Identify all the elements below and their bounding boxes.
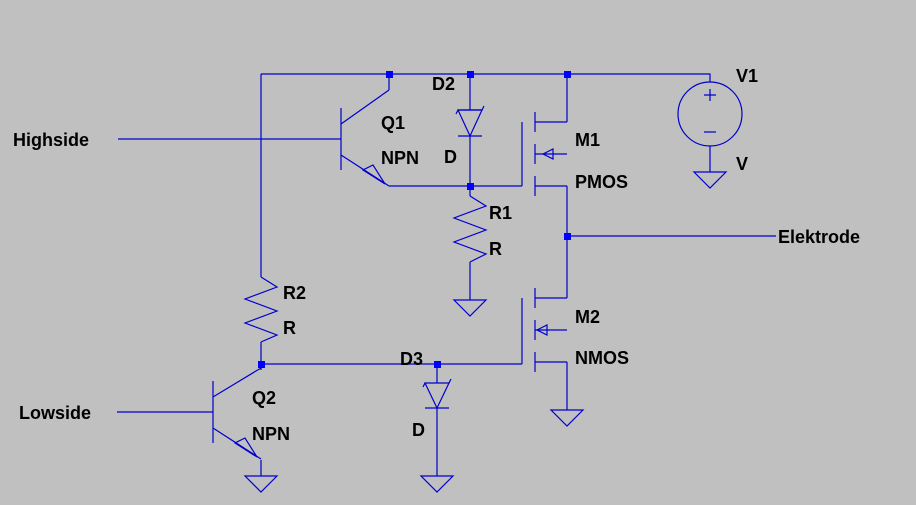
resistor-r2[interactable] xyxy=(243,276,279,343)
q2-value: NPN xyxy=(252,424,290,444)
ground-icon xyxy=(452,299,488,317)
net-label-highside: Highside xyxy=(13,130,89,150)
m1-value: PMOS xyxy=(575,172,628,192)
zener-diode-d2[interactable] xyxy=(455,105,485,138)
mosfet-m2[interactable] xyxy=(521,288,567,372)
d2-ref: D2 xyxy=(432,74,455,94)
wires xyxy=(117,73,776,476)
labels: Highside Lowside Elektrode Q1 NPN D2 D R… xyxy=(13,66,860,444)
v1-value: V xyxy=(736,154,748,174)
q1-value: NPN xyxy=(381,148,419,168)
net-label-lowside: Lowside xyxy=(19,403,91,423)
ground-symbols xyxy=(243,171,728,493)
mosfet-m1[interactable] xyxy=(521,112,567,196)
d3-ref: D3 xyxy=(400,349,423,369)
ground-icon xyxy=(419,475,455,493)
d2-value: D xyxy=(444,147,457,167)
ground-icon xyxy=(549,409,585,427)
d3-value: D xyxy=(412,420,425,440)
resistor-r1[interactable] xyxy=(452,195,488,263)
junction-dots xyxy=(258,71,571,368)
q1-ref: Q1 xyxy=(381,113,405,133)
ground-icon xyxy=(692,171,728,189)
r1-value: R xyxy=(489,239,502,259)
transistor-q2[interactable] xyxy=(212,367,262,460)
zener-diode-d3[interactable] xyxy=(422,378,452,410)
m2-ref: M2 xyxy=(575,307,600,327)
m2-value: NMOS xyxy=(575,348,629,368)
net-label-elektrode: Elektrode xyxy=(778,227,860,247)
transistor-q1[interactable] xyxy=(340,89,390,187)
ground-icon xyxy=(243,475,279,493)
wire-top-rail xyxy=(261,73,711,82)
voltage-source-v1[interactable] xyxy=(677,81,743,147)
m1-ref: M1 xyxy=(575,130,600,150)
v1-ref: V1 xyxy=(736,66,758,86)
q2-ref: Q2 xyxy=(252,388,276,408)
r2-ref: R2 xyxy=(283,283,306,303)
r2-value: R xyxy=(283,318,296,338)
r1-ref: R1 xyxy=(489,203,512,223)
